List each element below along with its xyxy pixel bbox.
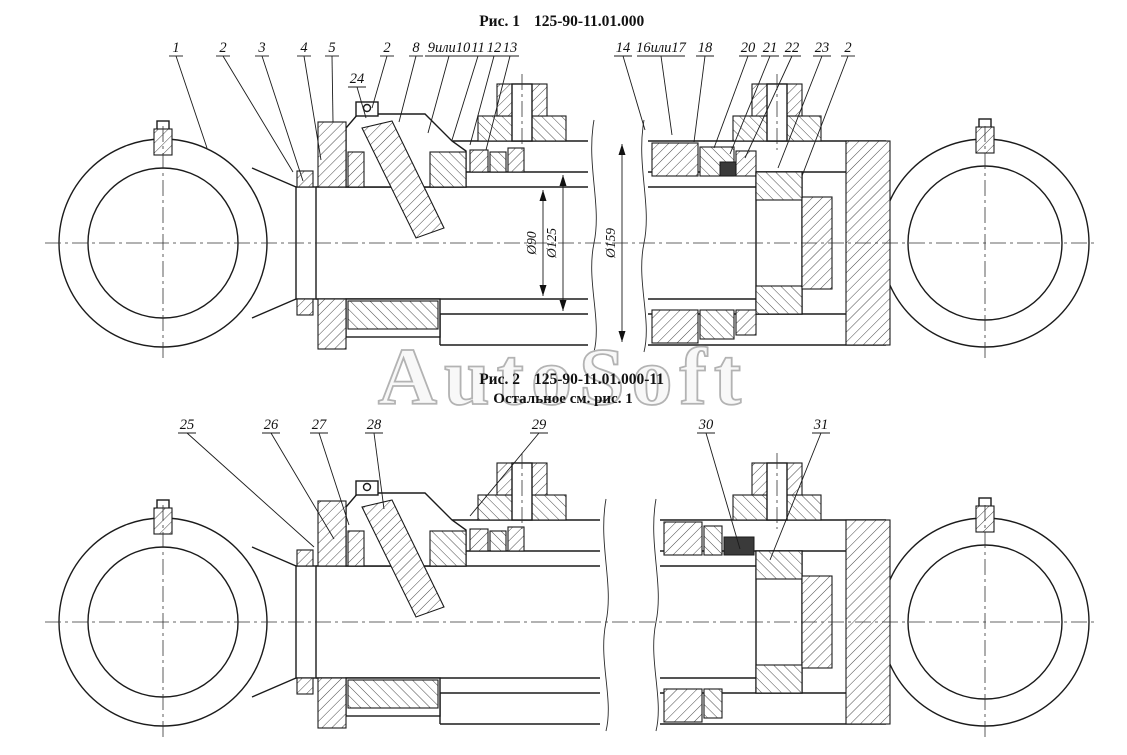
fig2-wiper-seal (296, 549, 314, 567)
fig1-callout-4: 5 (325, 40, 339, 123)
fig1-callout-15: 20 (713, 40, 757, 149)
part-number: 2 (844, 40, 851, 56)
part-number: 13 (503, 40, 518, 56)
fig1-callout-13: 16или17 (636, 40, 687, 136)
fig1-seal-1 (469, 149, 489, 173)
fig1-seal-3 (507, 147, 525, 173)
fig1-gland-nut (317, 121, 347, 188)
part-number: 11 (471, 40, 484, 56)
fig1-callouts: 1 2 3 4 5 24 2 8 (169, 40, 855, 182)
fig1-callout-1: 2 (216, 40, 294, 173)
fig1-caption-number: 125-90-11.01.000 (534, 13, 644, 30)
fig1-callout-19: 2 (801, 40, 855, 177)
fig1-callout-14: 18 (693, 40, 714, 143)
fig2-guide-bush-section (361, 499, 445, 618)
part-number: 21 (763, 40, 778, 56)
fig2-seal-2 (489, 530, 507, 552)
fig1-callout-12: 14 (614, 40, 646, 131)
fig2-callout-6: 31 (769, 417, 830, 561)
fig1-caption-label: Рис. 1 (479, 13, 520, 30)
fig2-seal-3 (507, 526, 525, 552)
fig2-callouts: 25 26 27 28 29 30 31 (178, 417, 830, 561)
fig1-callout-2: 3 (255, 40, 304, 182)
part-number: 25 (180, 417, 195, 433)
part-number: 30 (698, 417, 714, 433)
fig2-centerlines (45, 453, 1095, 739)
fig1-centerlines (45, 74, 1095, 360)
part-number: 29 (532, 417, 547, 433)
fig2-caption-number: 125-90-11.01.000-11 (534, 371, 664, 388)
part-number: 14 (616, 40, 631, 56)
figure1-drawing: Ø90 Ø125 Ø159 (45, 74, 1095, 360)
fig1-seal-2 (489, 151, 507, 173)
part-number: 28 (367, 417, 382, 433)
fig2-callout-3: 28 (365, 417, 385, 510)
part-number: 27 (312, 417, 327, 433)
fig1-callout-7: 8 (398, 40, 423, 123)
part-number: 22 (785, 40, 800, 56)
watermark-text: AutoSoft (378, 331, 748, 422)
fig1-callout-18: 23 (777, 40, 831, 169)
dimension-label: Ø159 (603, 228, 618, 259)
fig2-breather-cap (355, 480, 379, 496)
part-number: 20 (741, 40, 756, 56)
part-number: 9или10 (428, 40, 471, 56)
fig1-callout-10: 12 (469, 40, 503, 146)
fig2-caption-label: Рис. 2 (479, 371, 520, 388)
part-number: 3 (257, 40, 265, 56)
fig2-gland-nut (317, 500, 347, 567)
part-number: 4 (300, 40, 307, 56)
fig2-callout-2: 27 (310, 417, 350, 526)
fig2-callout-1: 26 (262, 417, 335, 540)
fig2-break-line-right (653, 498, 659, 732)
fig1-piston-seal-dark (719, 161, 737, 177)
fig1-guide-bush-section (361, 120, 445, 239)
part-number: 18 (698, 40, 713, 56)
fig1-callout-5: 24 (348, 71, 367, 119)
part-number: 31 (813, 417, 829, 433)
part-number: 23 (815, 40, 830, 56)
fig2-callout-4: 29 (469, 417, 548, 517)
fig2-seal-1 (469, 528, 489, 552)
part-number: 2 (383, 40, 390, 56)
fig2-callout-5: 30 (697, 417, 741, 550)
part-number: 16или17 (636, 40, 687, 56)
fig1-callout-16: 21 (729, 40, 779, 155)
part-number: 2 (219, 40, 226, 56)
fig1-callout-8: 9или10 (425, 40, 473, 134)
part-number: 24 (350, 71, 365, 87)
part-number: 1 (172, 40, 179, 56)
fig1-callout-9: 11 (451, 40, 487, 141)
part-number: 12 (487, 40, 502, 56)
fig1-callout-3: 4 (297, 40, 322, 161)
fig1-callout-11: 13 (485, 40, 519, 151)
fig1-callout-0: 1 (169, 40, 208, 149)
fig1-callout-17: 22 (744, 40, 801, 159)
fig2-callout-0: 25 (178, 417, 315, 548)
part-number: 26 (264, 417, 279, 433)
part-number: 8 (412, 40, 420, 56)
fig2-note: Остальное см. рис. 1 (493, 391, 632, 407)
part-number: 5 (328, 40, 335, 56)
fig1-callout-6: 2 (371, 40, 394, 109)
fig1-wiper-seal (296, 170, 314, 188)
figure2-drawing (45, 453, 1095, 739)
